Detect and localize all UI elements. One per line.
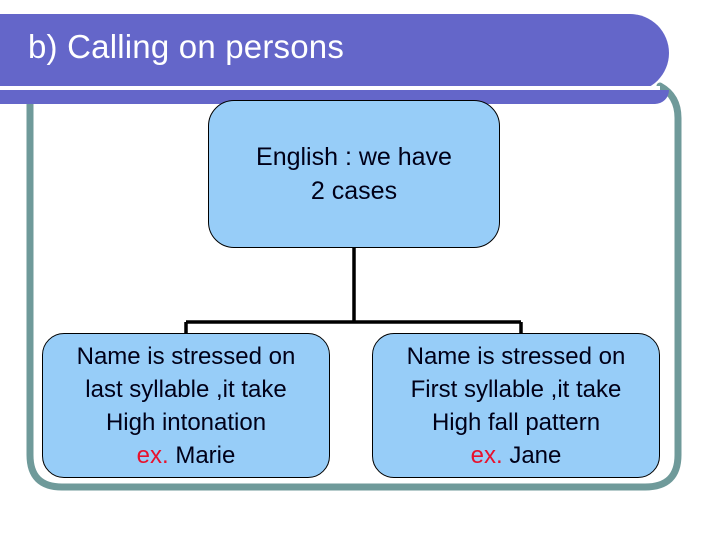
node-left-example-prefix: ex.: [136, 441, 169, 469]
title-banner: [0, 14, 669, 92]
title-banner-lower: [0, 90, 669, 104]
node-root-line-2: 2 cases: [310, 177, 398, 205]
node-left-example-value: Marie: [175, 441, 236, 469]
node-left-example: ex. Marie: [137, 439, 236, 472]
node-right-example: ex. Jane: [471, 439, 562, 472]
node-right-line-2: First syllable ,it take: [410, 375, 622, 403]
node-left-line-2: last syllable ,it take: [85, 375, 287, 403]
node-right-example-prefix: ex.: [470, 441, 503, 469]
node-root[interactable]: English : we have 2 cases: [208, 100, 500, 248]
node-right[interactable]: Name is stressed on First syllable ,it t…: [372, 333, 660, 478]
node-root-line-1: English : we have: [256, 143, 452, 171]
page-title: b) Calling on persons: [28, 28, 345, 65]
node-left[interactable]: Name is stressed on last syllable ,it ta…: [42, 333, 330, 478]
node-right-line-1: Name is stressed on: [406, 342, 626, 370]
node-right-example-value: Jane: [509, 441, 562, 469]
title-rule: [0, 86, 660, 90]
node-right-line-3: High fall pattern: [431, 408, 601, 436]
node-left-line-3: High intonation: [105, 408, 267, 436]
node-left-line-1: Name is stressed on: [76, 342, 296, 370]
